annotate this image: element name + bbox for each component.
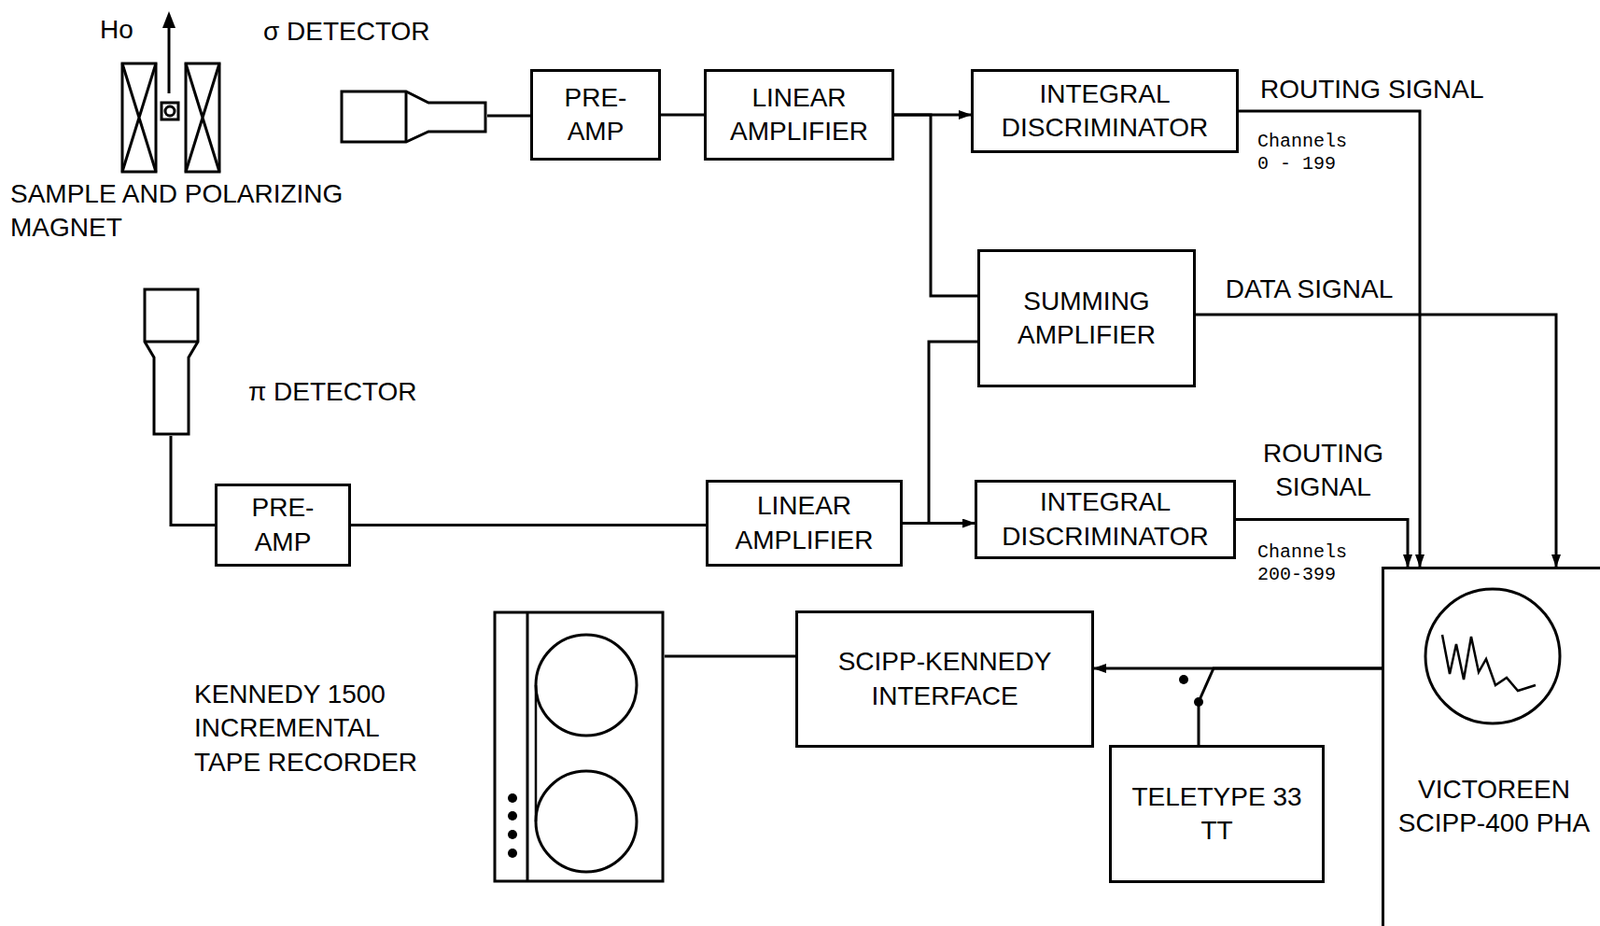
process-box: INTEGRAL DISCRIMINATOR xyxy=(974,479,1236,560)
signal-line xyxy=(170,435,215,526)
recorder-housing xyxy=(494,612,663,882)
signal-line xyxy=(1198,668,1382,745)
signal-line xyxy=(664,655,796,659)
signal-label: ROUTING SIGNAL xyxy=(1260,72,1485,107)
channel-note: Channels 0 - 199 xyxy=(1257,130,1361,176)
node-label: TELETYPE 33 TT xyxy=(1117,780,1317,849)
spectrum-trace xyxy=(1442,634,1536,691)
tape-recorder: KENNEDY 1500 INCREMENTAL TAPE RECORDER xyxy=(194,610,665,884)
node-label: SCIPP-KENNEDY INTERFACE xyxy=(803,645,1086,714)
control-button xyxy=(507,829,518,840)
coil-cross xyxy=(122,63,156,172)
field-arrow xyxy=(168,26,171,94)
label-holder: VICTOREEN SCIPP-400 PHA xyxy=(1393,772,1595,842)
process-box: PRE- AMP xyxy=(214,483,351,567)
label-holder: KENNEDY 1500 INCREMENTAL TAPE RECORDER xyxy=(194,677,442,780)
signal-line xyxy=(1238,111,1420,567)
signal-line xyxy=(894,114,978,296)
control-button xyxy=(507,848,518,858)
signal-line xyxy=(902,341,978,524)
control-button xyxy=(507,793,518,803)
pmt-outline xyxy=(144,289,198,435)
pmt-outline xyxy=(341,91,486,142)
part-label: SAMPLE AND POLARIZING MAGNET xyxy=(10,177,347,246)
crt-screen xyxy=(1425,589,1560,724)
process-box: SCIPP-KENNEDY INTERFACE xyxy=(795,610,1095,748)
signal-line xyxy=(350,523,706,527)
label-holder: σ DETECTOR xyxy=(263,14,431,49)
pmt-joint xyxy=(144,340,198,344)
signal-line xyxy=(660,113,704,117)
label-holder: π DETECTOR xyxy=(248,375,418,409)
node-label: PRE- AMP xyxy=(538,81,653,150)
coil-cross xyxy=(185,63,220,172)
crt-display xyxy=(1384,569,1600,757)
tape-reel xyxy=(535,771,637,872)
signal-line xyxy=(902,521,975,525)
sample xyxy=(161,102,179,120)
process-box: PRE- AMP xyxy=(530,69,661,161)
detector: σ DETECTOR xyxy=(263,14,488,143)
detector: π DETECTOR xyxy=(142,287,493,436)
node-label: KENNEDY 1500 INCREMENTAL TAPE RECORDER xyxy=(194,677,442,780)
signal-line xyxy=(1195,314,1557,567)
process-box: LINEAR AMPLIFIER xyxy=(703,69,895,161)
magnet-coil xyxy=(122,63,156,172)
pmt-joint xyxy=(405,91,408,142)
switch-contact xyxy=(1178,674,1189,685)
node-label: σ DETECTOR xyxy=(263,14,431,49)
signal-label: ROUTING SIGNAL xyxy=(1241,436,1405,506)
detector-tube xyxy=(142,287,201,436)
node-label: INTEGRAL DISCRIMINATOR xyxy=(979,77,1231,146)
detector-tube xyxy=(263,89,488,144)
process-box: INTEGRAL DISCRIMINATOR xyxy=(970,69,1239,154)
recorder-drawing xyxy=(492,610,665,884)
control-button xyxy=(507,811,518,821)
sample-core xyxy=(165,106,175,116)
process-box: LINEAR AMPLIFIER xyxy=(705,479,903,567)
field-arrowhead xyxy=(162,11,176,29)
analyzer-box: VICTOREEN SCIPP-400 PHA xyxy=(1381,566,1600,926)
tape-path xyxy=(534,685,538,822)
tape-reel xyxy=(535,634,637,736)
recorder-panel xyxy=(526,612,530,882)
signal-line xyxy=(487,114,531,118)
field-label: Ho xyxy=(99,13,134,47)
node-label: SUMMING AMPLIFIER xyxy=(985,284,1188,353)
process-box: TELETYPE 33 TT xyxy=(1108,744,1325,884)
channel-note: Channels 200-399 xyxy=(1257,541,1361,587)
signal-label: DATA SIGNAL xyxy=(1204,272,1415,307)
node-label: π DETECTOR xyxy=(248,375,418,409)
node-label: LINEAR AMPLIFIER xyxy=(712,81,886,150)
node-label: VICTOREEN SCIPP-400 PHA xyxy=(1393,772,1595,842)
process-box: SUMMING AMPLIFIER xyxy=(977,249,1196,388)
node-label: PRE- AMP xyxy=(223,491,343,560)
node-label: LINEAR AMPLIFIER xyxy=(714,489,895,558)
node-label: INTEGRAL DISCRIMINATOR xyxy=(982,485,1228,554)
magnet-coil xyxy=(185,63,220,172)
